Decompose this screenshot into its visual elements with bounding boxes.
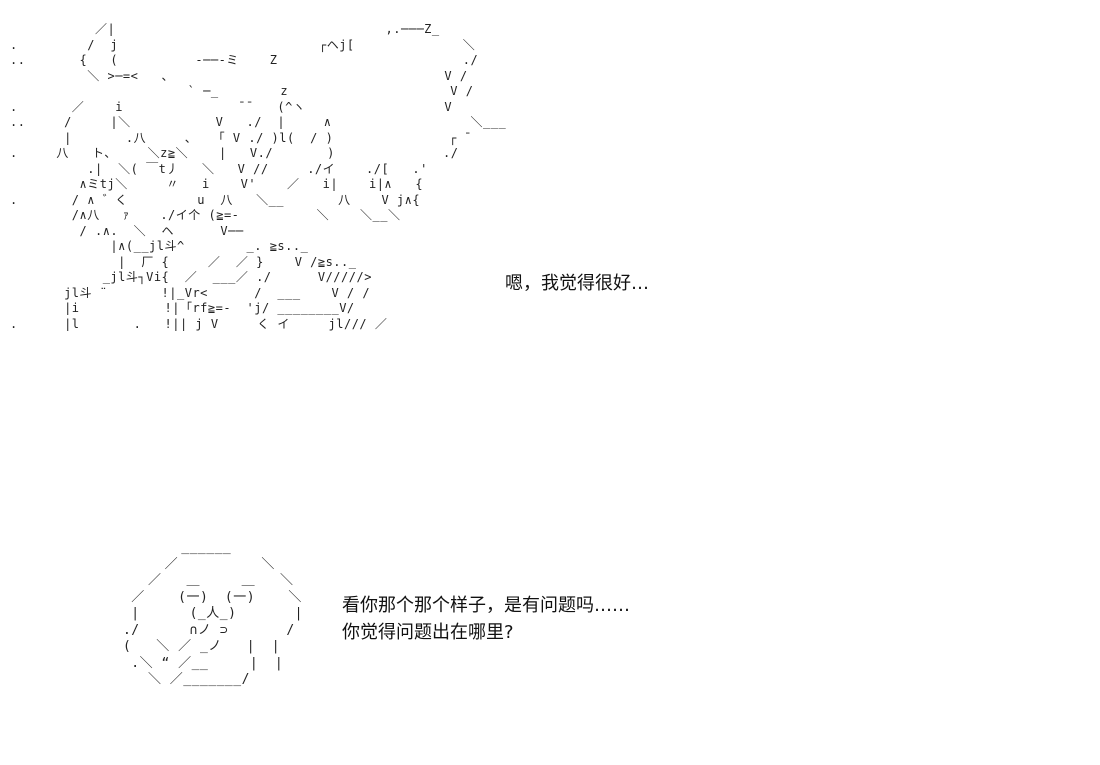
- dialogue-text-bottom: 看你那个那个样子，是有问题吗…… 你觉得问题出在哪里?: [342, 592, 630, 646]
- dialogue-text-top: 嗯，我觉得很好…: [505, 273, 649, 294]
- ascii-art-character-bottom: ______ ／ ＼ ／ ＿ ＿ ＼ ／ (一) (一) ＼ | (_人_) |…: [122, 540, 304, 687]
- dialogue-line-2: 你觉得问题出在哪里?: [342, 622, 514, 643]
- dialogue-line-1: 看你那个那个样子，是有问题吗……: [342, 595, 630, 616]
- ascii-art-character-top: ／| ,.───Z_ . / j ┌ヘj[ ＼ .. { ( -──-ミ Z .…: [10, 22, 507, 331]
